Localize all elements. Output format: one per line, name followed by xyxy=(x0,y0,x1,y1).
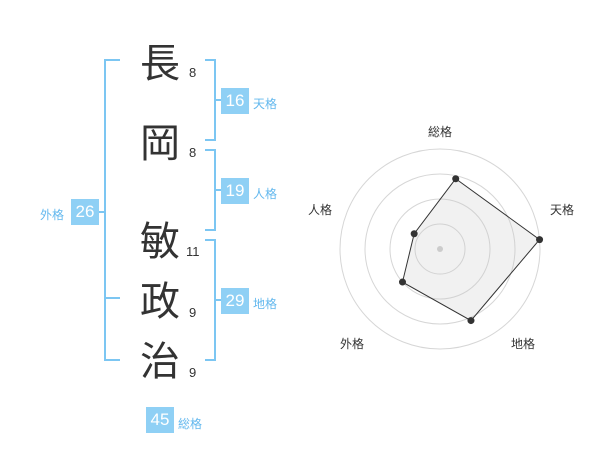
chikaku-badge: 29 xyxy=(221,288,249,314)
stroke-count-1: 8 xyxy=(189,65,197,80)
name-char-5: 治 xyxy=(140,339,180,385)
stroke-count-5: 9 xyxy=(189,365,197,380)
gaikaku-label: 外格 xyxy=(40,208,65,222)
jinkaku-badge: 19 xyxy=(221,178,249,204)
name-char-4: 政 xyxy=(140,279,180,325)
stroke-count-2: 8 xyxy=(189,145,197,160)
radar-point-5 xyxy=(410,230,418,238)
radar-axis-label-jinkaku: 人格 xyxy=(308,203,333,217)
chikaku-label: 地格 xyxy=(253,297,278,311)
jinkaku-label: 人格 xyxy=(253,187,278,201)
radar-center xyxy=(437,246,443,252)
radar-series-polygon xyxy=(401,178,541,322)
radar-axis-label-soukaku: 総格 xyxy=(428,125,453,139)
radar-axis-label-tenkaku: 天格 xyxy=(550,203,575,217)
tenkaku-badge: 16 xyxy=(221,88,249,114)
radar-point-1 xyxy=(452,175,460,183)
name-char-2: 岡 xyxy=(140,121,180,167)
stroke-count-3: 11 xyxy=(186,244,200,259)
tenkaku-label: 天格 xyxy=(253,97,278,111)
radar-axis-label-chikaku: 地格 xyxy=(511,337,536,351)
gaikaku-badge: 26 xyxy=(71,199,99,225)
soukaku-badge: 45 xyxy=(146,407,174,433)
name-char-3: 敏 xyxy=(140,219,180,265)
radar-point-4 xyxy=(398,278,406,286)
radar-ring xyxy=(339,148,541,350)
stroke-count-4: 9 xyxy=(189,305,197,320)
radar-point-3 xyxy=(467,317,475,325)
radar-point-2 xyxy=(536,236,544,244)
soukaku-label: 総格 xyxy=(178,417,203,431)
radar-ring xyxy=(364,173,516,325)
radar-axis-label-gaikaku: 外格 xyxy=(340,337,365,351)
name-char-1: 長 xyxy=(140,41,180,87)
radar-ring xyxy=(414,223,466,275)
